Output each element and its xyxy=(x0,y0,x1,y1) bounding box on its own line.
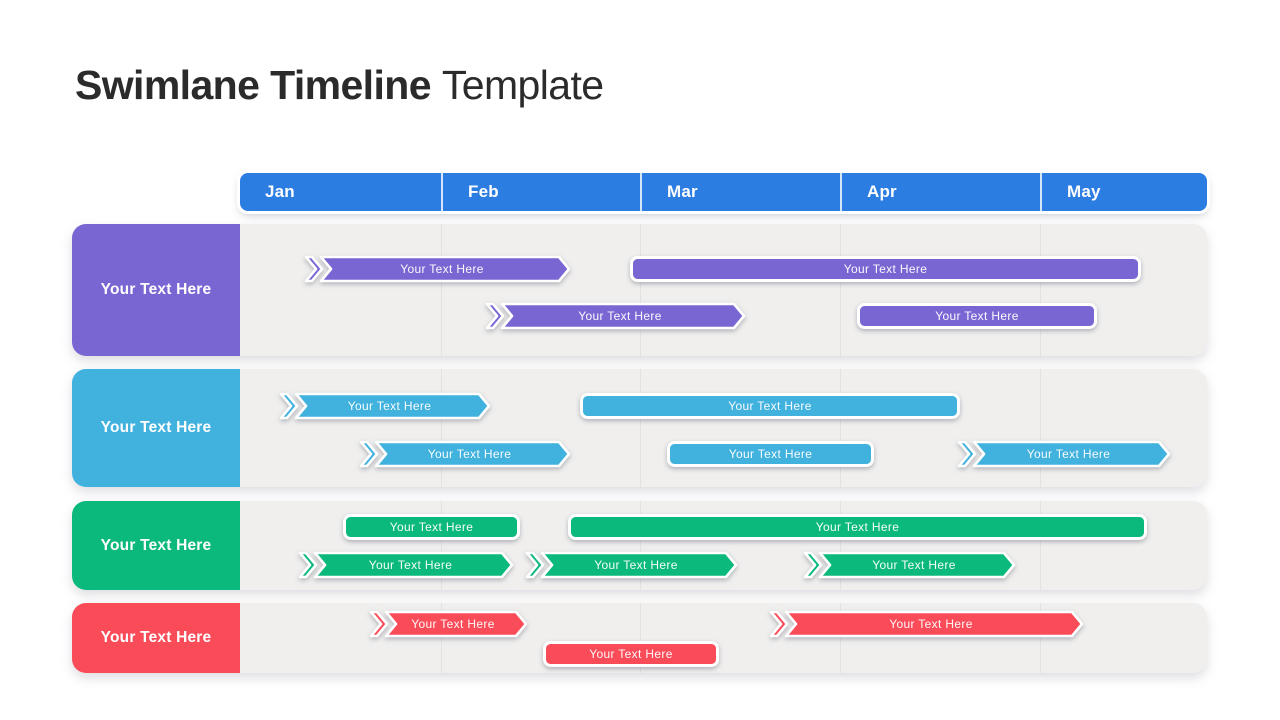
bar-shape xyxy=(803,551,1016,579)
bar-shape xyxy=(630,256,1141,282)
lane-label-text: Your Text Here xyxy=(100,281,212,298)
month-cell-jan[interactable]: Jan xyxy=(240,173,441,211)
bar-shape xyxy=(304,255,571,283)
month-gridline xyxy=(840,501,841,590)
month-gridline xyxy=(1040,369,1041,487)
bar-label: Your Text Here xyxy=(594,558,678,572)
lane-label-text: Your Text Here xyxy=(100,419,212,436)
bar-shape xyxy=(957,440,1171,468)
month-label: Jan xyxy=(265,182,295,201)
month-gridline xyxy=(840,224,841,356)
month-cell-apr[interactable]: Apr xyxy=(840,173,1040,211)
bar-label: Your Text Here xyxy=(935,309,1019,323)
bar-label: Your Text Here xyxy=(815,520,900,534)
bar-shape xyxy=(667,441,874,467)
bar-shape xyxy=(857,303,1097,329)
bar-shape xyxy=(769,610,1084,638)
lane-label[interactable]: Your Text Here xyxy=(72,224,240,356)
timeline-bar-arrow[interactable]: Your Text Here xyxy=(359,440,571,468)
bar-label: Your Text Here xyxy=(427,447,512,461)
timeline-bar-arrow[interactable]: Your Text Here xyxy=(769,610,1084,638)
month-gridline xyxy=(441,224,442,356)
lane-label[interactable]: Your Text Here xyxy=(72,603,240,673)
bar-shape xyxy=(485,302,746,330)
lane-label-text: Your Text Here xyxy=(100,629,212,646)
month-gridline xyxy=(640,501,641,590)
bar-label: Your Text Here xyxy=(728,447,813,461)
bar-label: Your Text Here xyxy=(411,617,495,631)
month-gridline xyxy=(441,369,442,487)
month-gridline xyxy=(441,501,442,590)
timeline-bar-rect[interactable]: Your Text Here xyxy=(857,303,1097,329)
timeline-bar-arrow[interactable]: Your Text Here xyxy=(803,551,1016,579)
bar-shape xyxy=(359,440,571,468)
month-gridline xyxy=(441,603,442,673)
timeline-bar-rect[interactable]: Your Text Here xyxy=(630,256,1141,282)
timeline-bar-arrow[interactable]: Your Text Here xyxy=(525,551,738,579)
bar-shape xyxy=(298,551,514,579)
month-gridline xyxy=(1040,501,1041,590)
timeline-bar-rect[interactable]: Your Text Here xyxy=(580,393,960,419)
bar-label: Your Text Here xyxy=(1026,447,1111,461)
month-label: Apr xyxy=(867,182,897,201)
bar-shape xyxy=(568,514,1147,540)
timeline-bar-rect[interactable]: Your Text Here xyxy=(667,441,874,467)
lane-label[interactable]: Your Text Here xyxy=(72,501,240,590)
bar-label: Your Text Here xyxy=(728,399,812,413)
month-gridline xyxy=(640,603,641,673)
bar-label: Your Text Here xyxy=(889,617,973,631)
bar-shape xyxy=(369,610,528,638)
bar-label: Your Text Here xyxy=(347,399,432,413)
bar-shape xyxy=(580,393,960,419)
month-gridline xyxy=(640,224,641,356)
bar-shape xyxy=(525,551,738,579)
timeline-bar-rect[interactable]: Your Text Here xyxy=(543,641,719,667)
month-header: Jan Feb Mar Apr May xyxy=(240,173,1207,211)
timeline-bar-rect[interactable]: Your Text Here xyxy=(568,514,1147,540)
bar-label: Your Text Here xyxy=(368,558,453,572)
month-gridline xyxy=(1040,224,1041,356)
bar-label: Your Text Here xyxy=(872,558,956,572)
month-gridline xyxy=(840,603,841,673)
lane-label[interactable]: Your Text Here xyxy=(72,369,240,487)
bar-label: Your Text Here xyxy=(389,520,474,534)
page-title-bold: Swimlane Timeline xyxy=(75,62,432,108)
month-cell-feb[interactable]: Feb xyxy=(441,173,640,211)
lane-label-text: Your Text Here xyxy=(100,536,212,554)
bar-shape xyxy=(279,392,491,420)
month-label: May xyxy=(1067,182,1101,201)
month-gridline xyxy=(640,369,641,487)
timeline-bar-rect[interactable]: Your Text Here xyxy=(343,514,520,540)
bar-label: Your Text Here xyxy=(400,262,484,276)
bar-shape xyxy=(343,514,520,540)
bar-label: Your Text Here xyxy=(578,309,662,323)
month-label: Mar xyxy=(667,182,698,201)
timeline-bar-arrow[interactable]: Your Text Here xyxy=(957,440,1171,468)
page-title-light: Template xyxy=(441,62,604,108)
timeline-bar-arrow[interactable]: Your Text Here xyxy=(298,551,514,579)
month-label: Feb xyxy=(468,182,499,201)
bar-label: Your Text Here xyxy=(589,647,673,661)
bar-label: Your Text Here xyxy=(843,262,928,276)
timeline-bar-arrow[interactable]: Your Text Here xyxy=(279,392,491,420)
month-gridline xyxy=(1040,603,1041,673)
bar-shape xyxy=(543,641,719,667)
timeline-bar-arrow[interactable]: Your Text Here xyxy=(304,255,571,283)
month-cell-mar[interactable]: Mar xyxy=(640,173,840,211)
month-gridline xyxy=(840,369,841,487)
month-cell-may[interactable]: May xyxy=(1040,173,1207,211)
timeline-bar-arrow[interactable]: Your Text Here xyxy=(369,610,528,638)
timeline-bar-arrow[interactable]: Your Text Here xyxy=(485,302,746,330)
